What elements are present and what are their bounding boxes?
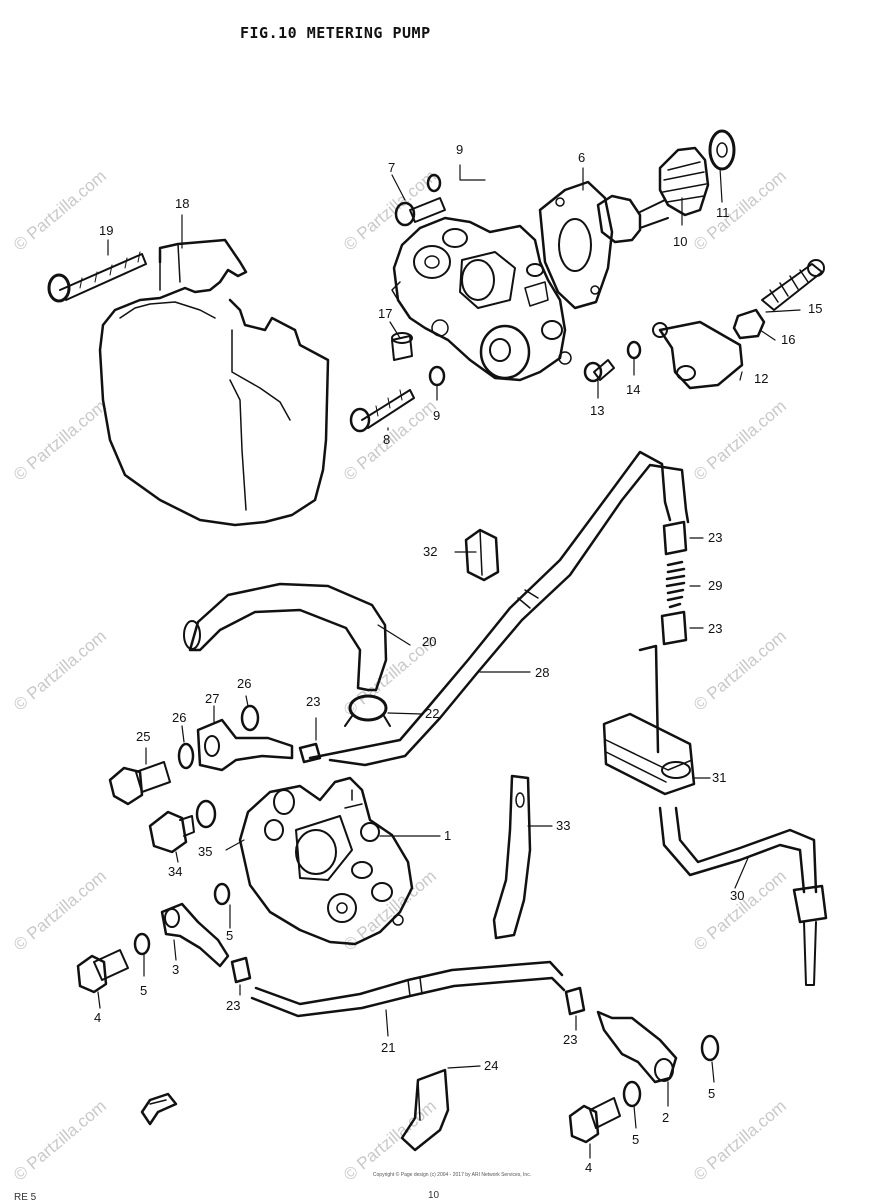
part-5-washer-b[interactable] <box>133 932 151 956</box>
callout-5-b[interactable]: 5 <box>140 983 148 998</box>
part-23-sleeve-lower-right[interactable] <box>564 986 586 1016</box>
callout-4-left[interactable]: 4 <box>94 1010 102 1025</box>
callout-22[interactable]: 22 <box>425 706 440 721</box>
part-14-washer[interactable] <box>626 340 642 360</box>
callout-35[interactable]: 35 <box>198 844 213 859</box>
part-23-sleeve-upper[interactable] <box>662 520 688 556</box>
callout-7[interactable]: 7 <box>388 160 396 175</box>
footer-model: RE 5 <box>14 1192 37 1203</box>
part-17-plug[interactable] <box>391 332 413 361</box>
part-25-union-bolt[interactable] <box>108 761 171 806</box>
part-29-spring[interactable] <box>665 560 686 609</box>
callout-5-d[interactable]: 5 <box>632 1132 640 1147</box>
part-15-adjuster[interactable] <box>761 259 825 311</box>
part-18-tank-cover[interactable] <box>98 238 330 527</box>
callout-23-b[interactable]: 23 <box>708 621 723 636</box>
callout-9-top[interactable]: 9 <box>456 142 464 157</box>
part-5-washer-d[interactable] <box>622 1080 642 1108</box>
part-4-union-bolt-right[interactable] <box>568 1097 621 1144</box>
callout-34[interactable]: 34 <box>168 864 183 879</box>
callout-18[interactable]: 18 <box>175 196 190 211</box>
front-arrow-icon <box>140 1092 178 1126</box>
callout-23-c[interactable]: 23 <box>306 694 321 709</box>
callout-26-left[interactable]: 26 <box>172 710 187 725</box>
part-23-sleeve-left[interactable] <box>298 742 322 764</box>
callout-24[interactable]: 24 <box>484 1058 499 1073</box>
callout-9-bottom[interactable]: 9 <box>433 408 441 423</box>
callout-16[interactable]: 16 <box>781 332 796 347</box>
part-12-lever[interactable] <box>652 320 744 390</box>
part-10-gear-shaft[interactable] <box>596 146 710 244</box>
callout-27[interactable]: 27 <box>205 691 220 706</box>
part-9-washer-top[interactable] <box>426 173 442 193</box>
part-3-banjo[interactable] <box>160 902 230 968</box>
callout-23-a[interactable]: 23 <box>708 530 723 545</box>
callout-28[interactable]: 28 <box>535 665 550 680</box>
part-2-banjo[interactable] <box>596 1010 678 1084</box>
callout-10[interactable]: 10 <box>673 234 688 249</box>
callout-1[interactable]: 1 <box>444 828 452 843</box>
part-28-hose[interactable] <box>308 450 690 767</box>
part-23-sleeve-lower-left[interactable] <box>230 956 252 984</box>
copyright-notice: Copyright © Page design (c) 2004 - 2017 … <box>372 1172 532 1178</box>
callout-6[interactable]: 6 <box>578 150 586 165</box>
callout-15[interactable]: 15 <box>808 301 823 316</box>
callout-5-a[interactable]: 5 <box>226 928 234 943</box>
page-number: 10 <box>428 1190 440 1201</box>
part-22-clamp[interactable] <box>344 694 391 727</box>
part-19-bolt[interactable] <box>47 251 147 303</box>
figure-title: FIG.10 METERING PUMP <box>240 24 431 42</box>
part-35-washer[interactable] <box>195 799 217 829</box>
callout-21[interactable]: 21 <box>381 1040 396 1055</box>
callout-19[interactable]: 19 <box>99 223 114 238</box>
part-34-plug-bolt[interactable] <box>148 810 195 854</box>
callout-13[interactable]: 13 <box>590 403 605 418</box>
part-33-bracket[interactable] <box>492 774 532 940</box>
part-26-washer-top[interactable] <box>240 704 260 732</box>
leader-lines <box>97 164 801 1159</box>
part-23-sleeve-mid[interactable] <box>660 610 688 646</box>
part-30-tube[interactable] <box>658 806 828 986</box>
part-26-washer-left[interactable] <box>177 742 195 770</box>
part-21-hose[interactable] <box>250 960 566 1018</box>
callout-17[interactable]: 17 <box>378 306 393 321</box>
part-13-screw[interactable] <box>583 359 615 383</box>
callout-4-right[interactable]: 4 <box>585 1160 593 1175</box>
part-27-banjo[interactable] <box>196 718 294 772</box>
part-9-washer-bottom[interactable] <box>428 365 446 387</box>
part-1-pump-body[interactable] <box>238 776 414 946</box>
callout-11[interactable]: 11 <box>716 205 730 220</box>
part-31-grommet[interactable] <box>602 644 696 796</box>
callout-23-d[interactable]: 23 <box>226 998 241 1013</box>
part-16-nut[interactable] <box>732 308 766 340</box>
callout-23-e[interactable]: 23 <box>563 1032 578 1047</box>
part-5-washer-a[interactable] <box>213 882 231 906</box>
part-32-clip[interactable] <box>464 528 500 582</box>
part-5-washer-c[interactable] <box>700 1034 720 1062</box>
callout-3[interactable]: 3 <box>172 962 180 977</box>
part-8-screw[interactable] <box>349 389 415 433</box>
callout-30[interactable]: 30 <box>730 888 745 903</box>
callout-32[interactable]: 32 <box>423 544 438 559</box>
callout-5-c[interactable]: 5 <box>708 1086 716 1101</box>
part-24-clip[interactable] <box>400 1068 450 1152</box>
upper-pump-body[interactable] <box>391 216 572 382</box>
callout-8[interactable]: 8 <box>383 432 391 447</box>
callout-12[interactable]: 12 <box>754 371 769 386</box>
part-4-union-bolt-left[interactable] <box>76 949 129 994</box>
callout-31[interactable]: 31 <box>712 770 727 785</box>
callout-33[interactable]: 33 <box>556 818 571 833</box>
callout-14[interactable]: 14 <box>626 382 641 397</box>
callout-26-top[interactable]: 26 <box>237 676 252 691</box>
callout-20[interactable]: 20 <box>422 634 437 649</box>
part-6-gasket[interactable] <box>538 180 614 310</box>
callout-29[interactable]: 29 <box>708 578 723 593</box>
callout-25[interactable]: 25 <box>136 729 151 744</box>
part-7-screw[interactable] <box>394 197 446 227</box>
callout-2[interactable]: 2 <box>662 1110 670 1125</box>
part-11-washer[interactable] <box>708 129 736 171</box>
part-20-hose[interactable] <box>183 582 388 692</box>
